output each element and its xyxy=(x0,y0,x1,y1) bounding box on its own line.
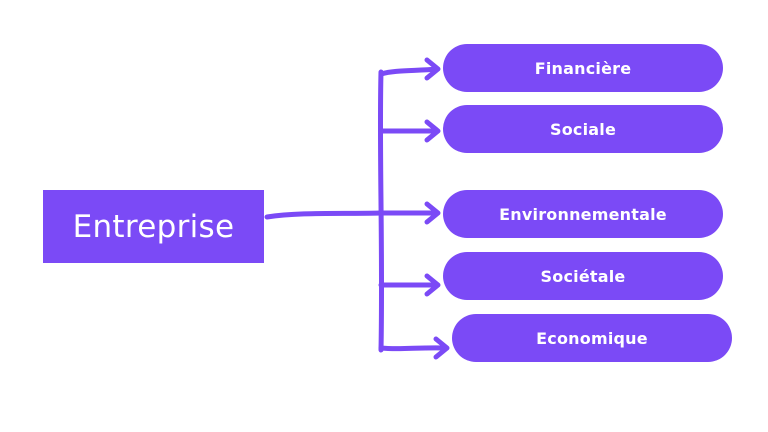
branch-line-financiere xyxy=(378,66,440,77)
trunk-line xyxy=(264,210,383,220)
branch-node-label: Sociétale xyxy=(540,266,626,286)
branch-node-label: Environnementale xyxy=(499,204,667,224)
branch-node-economique: Economique xyxy=(452,314,732,362)
branch-node-sociale: Sociale xyxy=(443,105,723,153)
arrow-head-economique xyxy=(433,336,450,360)
root-node-label: Entreprise xyxy=(72,208,235,245)
spine-line xyxy=(377,69,385,353)
branch-node-financiere: Financière xyxy=(443,44,723,92)
arrow-head-environnementale xyxy=(424,201,441,225)
arrow-head-financiere xyxy=(424,57,441,81)
arrow-head-societale xyxy=(424,273,441,297)
branch-node-label: Economique xyxy=(536,328,648,348)
branch-line-economique xyxy=(378,345,449,352)
branch-node-societale: Sociétale xyxy=(443,252,723,300)
root-node-box: Entreprise xyxy=(43,190,264,263)
branch-node-label: Sociale xyxy=(549,119,617,139)
branch-node-label: Financière xyxy=(534,58,632,78)
branch-node-environnementale: Environnementale xyxy=(443,190,723,238)
arrow-head-sociale xyxy=(424,119,441,143)
